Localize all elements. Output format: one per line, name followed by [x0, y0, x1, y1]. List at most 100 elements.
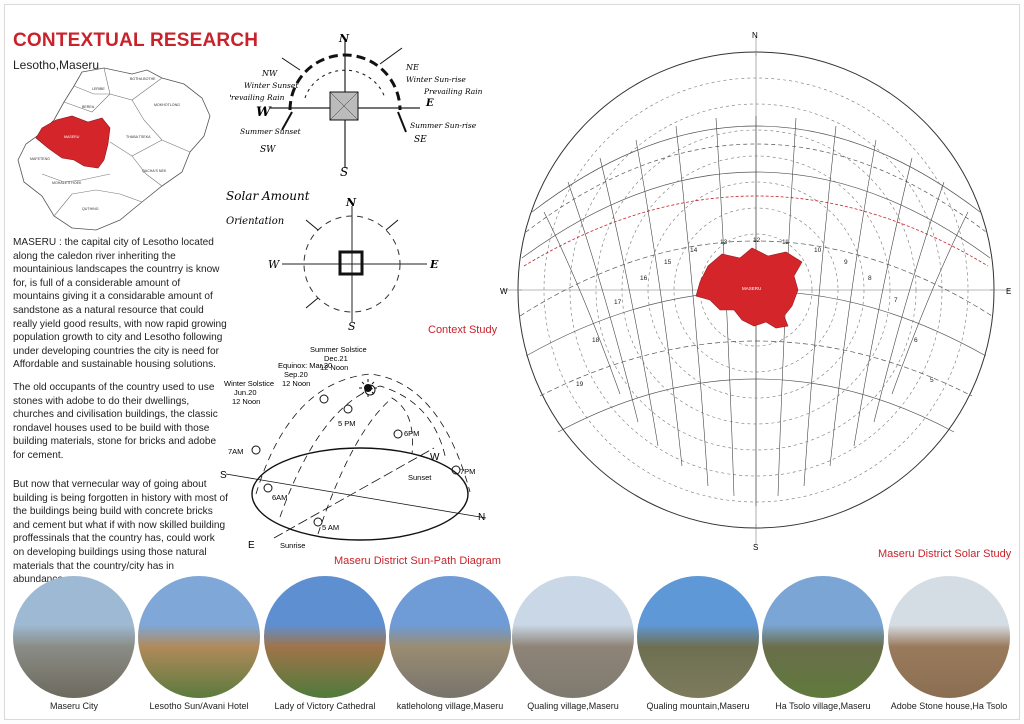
map-label-mafeteng: MAFETENG	[30, 157, 50, 161]
map-label-mokhotlong: MOKHOTLONG	[154, 103, 180, 107]
maseru-region-shape	[695, 247, 803, 329]
sunpath-compass-s: S	[220, 470, 227, 481]
photo-5	[512, 576, 634, 698]
winter-solstice-line2: Jun.20	[234, 388, 257, 397]
sketch2-west: W	[268, 258, 281, 271]
photo-label-7: Ha Tsolo village,Maseru	[775, 701, 871, 711]
photo-1	[13, 576, 135, 698]
sunpath-diagram: Summer Solstice Dec.21 12 Noon Equinox: …	[220, 345, 487, 551]
hour-15: 15	[664, 259, 672, 266]
sunpath-caption: Maseru District Sun-Path Diagram	[334, 555, 501, 567]
hour-labels: 13 12 11 14 10 15 9 16 8 17 7 18 6 19 5	[576, 237, 934, 388]
sketch1-prevailing-rain-w: Prevailing Rain	[230, 93, 285, 102]
map-label-botha-bothe: BOTHA BOTHE	[130, 77, 156, 81]
sketch1-se: SE	[414, 135, 427, 145]
paragraph-history: The old occupants of the country used to…	[13, 382, 218, 461]
photo-6	[637, 576, 759, 698]
photo-2	[138, 576, 260, 698]
solar-orientation-sketch: Solar Amount Orientation N S W E	[226, 189, 439, 333]
sketch2-title-line2: Orientation	[226, 216, 284, 227]
winter-solstice-line1: Winter Solstice	[224, 379, 274, 388]
page-title: CONTEXTUAL RESEARCH	[13, 30, 259, 51]
time-7pm: 7PM	[460, 467, 475, 476]
context-study-caption: Context Study	[428, 324, 498, 336]
map-label-berea: BEREA	[82, 105, 95, 109]
summer-solstice-line2: Dec.21	[324, 354, 348, 363]
hour-9: 9	[844, 259, 848, 266]
solar-study-caption: Maseru District Solar Study	[878, 548, 1012, 560]
hour-18: 18	[592, 337, 600, 344]
photo-label-3: Lady of Victory Cathedral	[274, 701, 376, 711]
hour-19: 19	[576, 381, 584, 388]
hour-14: 14	[690, 247, 698, 254]
photo-label-5: Qualing village,Maseru	[527, 701, 619, 711]
sketch1-sw: SW	[260, 145, 276, 155]
hour-12: 12	[753, 237, 761, 244]
sketch1-east: E	[425, 98, 434, 109]
time-6pm: 6PM	[404, 429, 419, 438]
time-5am: 5 AM	[322, 523, 339, 532]
summer-solstice-line3: 12 Noon	[320, 363, 348, 372]
solar-compass-e: E	[1006, 287, 1011, 296]
hour-8: 8	[868, 275, 872, 282]
hour-7: 7	[894, 297, 898, 304]
photo-3	[264, 576, 386, 698]
sketch1-west: W	[256, 105, 272, 120]
sketch1-ne: NE	[405, 63, 419, 72]
hour-16: 16	[640, 275, 648, 282]
sunpath-compass-n: N	[478, 512, 485, 523]
location-label: Lesotho,Maseru	[13, 58, 100, 72]
equinox-line1: Equinox: Mar.20	[278, 361, 332, 370]
photo-label-6: Qualing mountain,Maseru	[646, 701, 750, 711]
time-5pm: 5 PM	[338, 419, 356, 428]
paragraph-intro: MASERU : the capital city of Lesotho loc…	[13, 237, 227, 371]
hour-11: 11	[782, 239, 789, 246]
sketch2-title-line1: Solar Amount	[226, 189, 310, 203]
solar-center-label: MASERU	[742, 286, 761, 291]
photo-label-1: Maseru City	[49, 701, 98, 711]
wind-sun-sketch: N S W E NW Winter Sunset Prevailing Rain…	[230, 32, 483, 179]
event-sunset: Sunset	[408, 473, 432, 482]
equinox-line3: 12 Noon	[282, 379, 310, 388]
photo-4	[389, 576, 511, 698]
photo-label-8: Adobe Stone house,Ha Tsolo	[890, 701, 1008, 711]
lesotho-map: BOTHA BOTHE LERIBE BEREA MOKHOTLONG MASE…	[17, 67, 211, 231]
paragraph-proposal: But now that vernecular way of going abo…	[13, 479, 228, 586]
sketch1-summer-sunset: Summer Sunset	[240, 127, 302, 136]
solar-compass-s: S	[753, 543, 758, 552]
time-6am: 6AM	[272, 493, 287, 502]
equinox-line2: Sep.20	[284, 370, 308, 379]
maseru-district-highlight	[35, 115, 111, 169]
map-label-thaba-tseka: THABA TSEKA	[126, 135, 151, 139]
photo-8	[888, 576, 1010, 698]
sketch2-north: N	[345, 196, 357, 209]
sketch1-south: S	[340, 165, 348, 179]
sketch1-winter-sunset: Winter Sunset	[244, 81, 299, 90]
sketch1-summer-sunrise: Summer Sun-rise	[410, 121, 477, 130]
hour-10: 10	[814, 247, 822, 254]
event-sunrise: Sunrise	[280, 541, 305, 550]
map-label-quthing: QUTHING	[82, 207, 99, 211]
sketch2-east: E	[429, 258, 439, 271]
map-label-qachas-nek: QACHA'S NEK	[142, 169, 167, 173]
sketch1-winter-sunrise: Winter Sun-rise	[406, 75, 466, 84]
photo-label-4: katleholong village,Maseru	[396, 701, 504, 711]
sketch1-north: N	[338, 32, 350, 45]
sunpath-compass-w: W	[430, 452, 440, 463]
sunpath-compass-e: E	[248, 540, 255, 551]
hour-5: 5	[930, 377, 934, 384]
sun-icon	[359, 379, 377, 397]
sketch2-south: S	[348, 320, 356, 333]
hour-17: 17	[614, 299, 622, 306]
solar-study-chart: MASERU N S W E 13 12 11 14 10 15 9 16 8 …	[500, 31, 1011, 552]
map-outline	[17, 67, 211, 231]
map-label-leribe: LERIBE	[92, 87, 105, 91]
solar-compass-w: W	[500, 287, 508, 296]
hour-6: 6	[914, 337, 918, 344]
winter-solstice-line3: 12 Noon	[232, 397, 260, 406]
photo-label-2: Lesotho Sun/Avani Hotel	[149, 701, 249, 711]
summer-solstice-line1: Summer Solstice	[310, 345, 367, 354]
map-label-maseru: MASERU	[64, 135, 80, 139]
hour-13: 13	[720, 239, 728, 246]
